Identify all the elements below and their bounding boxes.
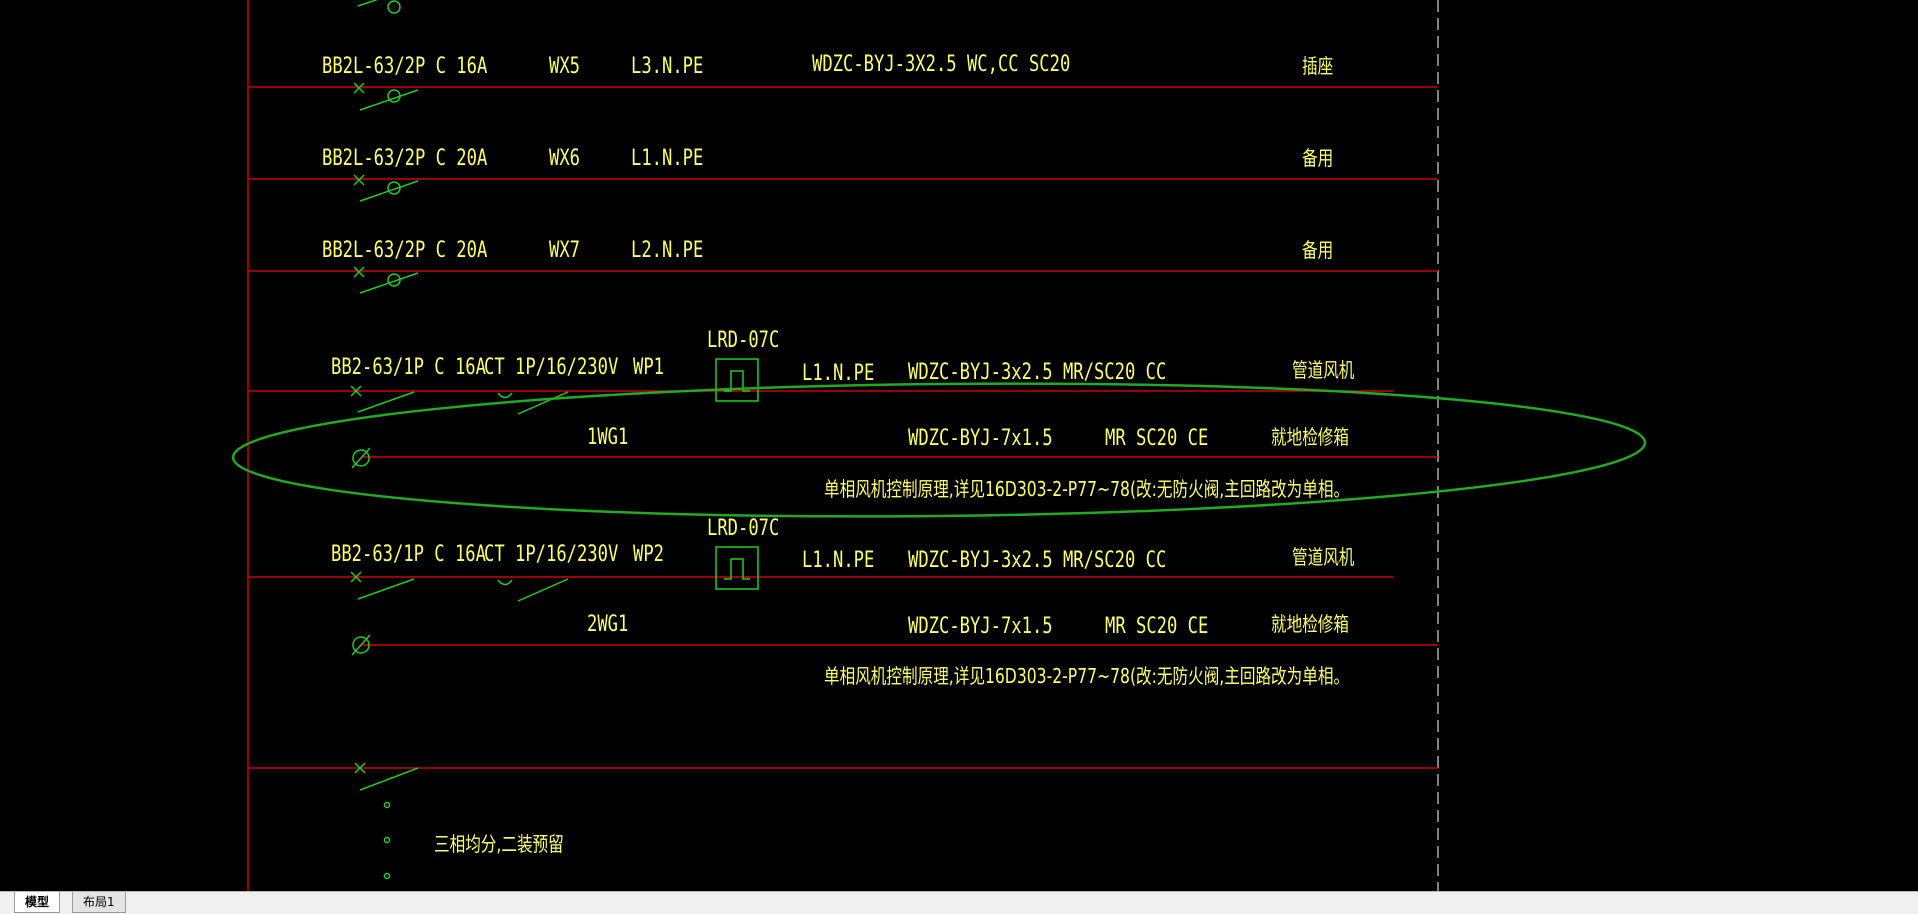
control-use: 就地检修箱 [1271, 425, 1349, 449]
control-laying: MR SC20 CE [1105, 426, 1209, 451]
breaker-symbol-icon [353, 174, 419, 202]
tab-model[interactable]: 模型 [14, 892, 61, 913]
circuit-use: 备用 [1302, 238, 1334, 262]
cad-drawing-canvas[interactable]: BB2L-63/2P C 16A WX5 L3.N.PE WDZC-BYJ-3X… [0, 0, 1918, 891]
phase-label: L2.N.PE [631, 238, 704, 263]
circuit-id: WP1 [633, 355, 665, 380]
layout-tab-bar: 模型 布局1 [0, 891, 1918, 914]
breaker-symbol-icon [353, 266, 419, 294]
circuit-use: 管道风机 [1292, 545, 1355, 569]
relay-label: LRD-07C [707, 328, 780, 353]
contactor-label: CT 1P/16/230V [484, 355, 619, 380]
reserve-note: 三相均分,二装预留 [434, 832, 564, 856]
phase-label: L1.N.PE [802, 548, 875, 573]
phase-label: L3.N.PE [631, 54, 704, 79]
circuit-use: 备用 [1302, 146, 1334, 170]
circuit-row-wp2 [248, 546, 1394, 602]
cable-spec: WDZC-BYJ-3X2.5 WC,CC SC20 [812, 52, 1071, 77]
control-row-2wg1 [351, 634, 1438, 656]
control-use: 就地检修箱 [1271, 612, 1349, 636]
breaker-symbol-icon [354, 762, 419, 880]
control-laying: MR SC20 CE [1105, 614, 1209, 639]
control-note: 单相风机控制原理,详见16D303-2-P77~78(改:无防火阀,主回路改为单… [824, 664, 1350, 688]
circuit-id: WX6 [549, 146, 581, 171]
schematic-graphics [231, 0, 1647, 891]
contactor-label: CT 1P/16/230V [484, 542, 619, 567]
phase-label: L1.N.PE [802, 361, 875, 386]
breaker-symbol-icon [350, 385, 569, 415]
control-cable: WDZC-BYJ-7x1.5 [908, 426, 1053, 451]
breaker-symbol-icon [350, 571, 569, 602]
circuit-id: WX5 [549, 54, 581, 79]
isolator-symbol-icon [351, 634, 371, 656]
breaker-label: BB2L-63/2P C 16A [322, 54, 488, 79]
breaker-label: BB2-63/1P C 16A [331, 355, 486, 380]
control-id: 1WG1 [587, 425, 629, 450]
circuit-row-wx7 [248, 266, 1438, 294]
breaker-label: BB2-63/1P C 16A [331, 542, 486, 567]
relay-label: LRD-07C [707, 516, 780, 541]
breaker-symbol-icon [357, 0, 401, 14]
thermal-relay-icon [715, 546, 759, 590]
circuit-id: WP2 [633, 542, 665, 567]
circuit-row-wp1 [248, 358, 1394, 415]
control-id: 2WG1 [587, 612, 629, 637]
tab-layout1[interactable]: 布局1 [72, 892, 126, 913]
circuit-row-wx5 [248, 82, 1438, 111]
thermal-relay-icon [715, 358, 759, 402]
isolator-symbol-icon [351, 447, 371, 469]
control-row-1wg1 [351, 447, 1438, 469]
circuit-id: WX7 [549, 238, 581, 263]
reserve-row [248, 762, 1438, 880]
breaker-label: BB2L-63/2P C 20A [322, 238, 488, 263]
circuit-use: 插座 [1302, 54, 1334, 78]
phase-label: L1.N.PE [631, 146, 704, 171]
breaker-label: BB2L-63/2P C 20A [322, 146, 488, 171]
circuit-row-wx6 [248, 174, 1438, 202]
cable-spec: WDZC-BYJ-3x2.5 MR/SC20 CC [908, 548, 1167, 573]
cable-spec: WDZC-BYJ-3x2.5 MR/SC20 CC [908, 360, 1167, 385]
control-cable: WDZC-BYJ-7x1.5 [908, 614, 1053, 639]
control-note: 单相风机控制原理,详见16D303-2-P77~78(改:无防火阀,主回路改为单… [824, 477, 1350, 501]
breaker-symbol-icon [353, 82, 419, 111]
highlight-ellipse [231, 382, 1647, 518]
circuit-use: 管道风机 [1292, 358, 1355, 382]
